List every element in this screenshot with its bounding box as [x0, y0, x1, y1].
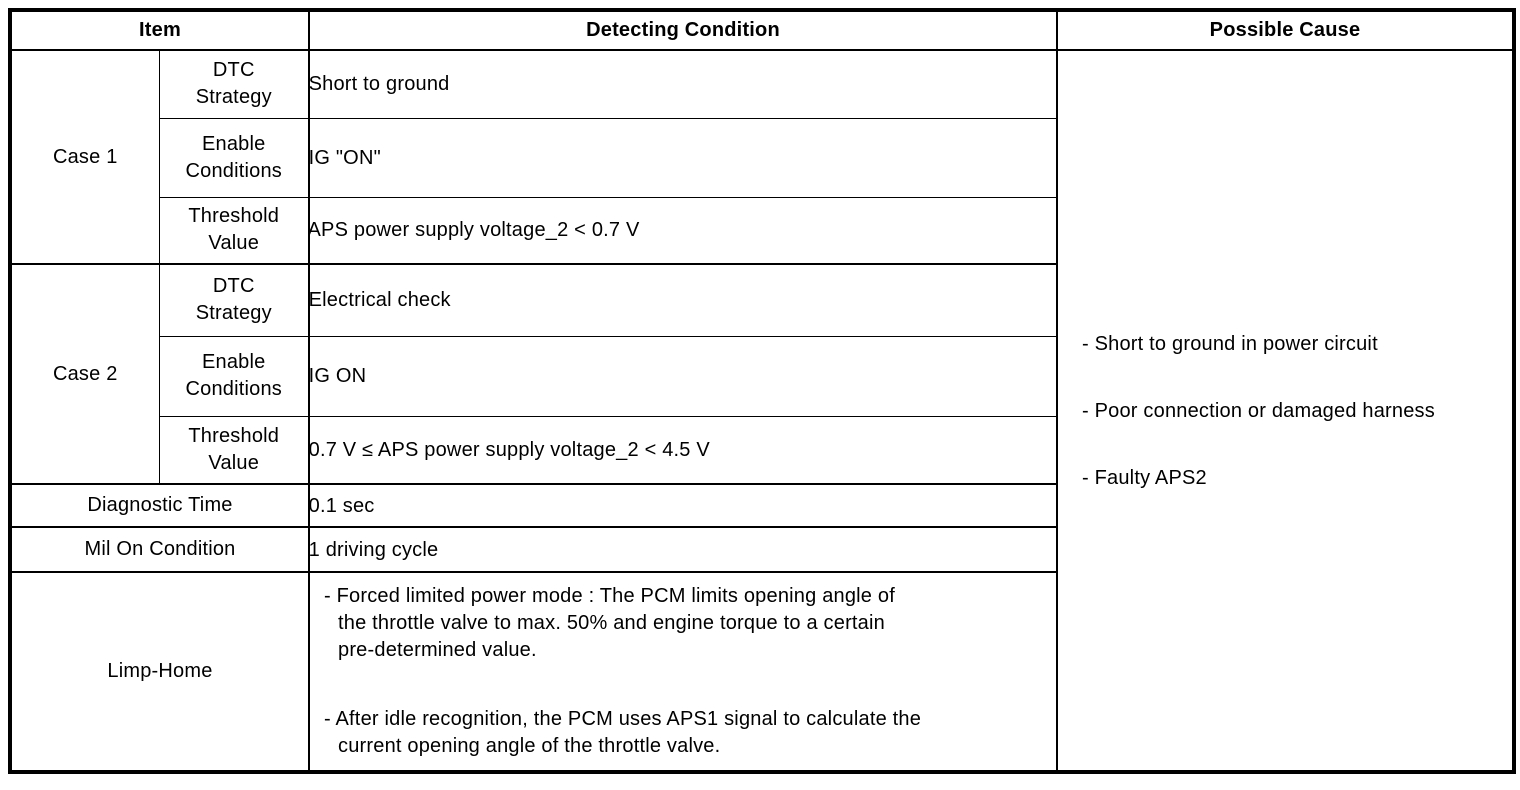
mil-on-condition-value: - 1 driving cycle	[308, 526, 1058, 573]
diagnostic-time-label: Diagnostic Time	[9, 483, 310, 528]
header-row: Item Detecting Condition Possible Cause	[9, 9, 1515, 51]
case1-enable-conditions-value: - IG "ON"	[308, 117, 1058, 198]
row-case1-threshold-value: Threshold Value - APS power supply volta…	[10, 196, 1514, 265]
row-case1-dtc-strategy: Case 1 DTC Strategy - Short to ground - …	[9, 49, 1515, 773]
case1-threshold-value-value: - APS power supply voltage_2 < 0.7 V	[308, 196, 1058, 265]
limp-home-paragraph: - Forced limited power mode : The PCM li…	[324, 585, 895, 661]
case2-threshold-value-label: Threshold Value	[158, 415, 310, 485]
row-limp-home: Limp-Home - Forced limited power mode : …	[9, 571, 1514, 773]
diagnostic-time-value: - 0.1 sec	[308, 483, 1058, 528]
possible-cause-item: - Short to ground in power circuit	[1082, 332, 1378, 355]
case2-enable-conditions-value: - IG ON	[308, 335, 1058, 417]
case2-label-cell: Case 2	[9, 263, 160, 485]
dtc-detection-table: Item Detecting Condition Possible Cause …	[8, 8, 1516, 774]
row-case2-threshold-value: Threshold Value - 0.7 V ≤ APS power supp…	[10, 415, 1514, 485]
case1-dtc-strategy-value: - Short to ground	[308, 49, 1058, 119]
limp-home-paragraphs: - Forced limited power mode : The PCM li…	[311, 573, 1056, 770]
row-mil-on-condition: Mil On Condition - 1 driving cycle	[9, 526, 1514, 573]
row-case1-enable-conditions: Enable Conditions - IG "ON"	[10, 117, 1514, 198]
row-case2-dtc-strategy: Case 2 DTC Strategy - Electrical check	[9, 263, 1514, 485]
case2-enable-conditions-label: Enable Conditions	[158, 335, 310, 417]
case1-threshold-value-label: Threshold Value	[158, 196, 310, 265]
limp-home-label: Limp-Home	[9, 571, 310, 773]
col-header-possible-cause: Possible Cause	[1056, 9, 1515, 51]
case2-dtc-strategy-label: DTC Strategy	[158, 263, 310, 337]
case2-threshold-value-value: - 0.7 V ≤ APS power supply voltage_2 < 4…	[308, 415, 1058, 485]
case1-enable-conditions-label: Enable Conditions	[158, 117, 310, 198]
limp-home-paragraph: - After idle recognition, the PCM uses A…	[324, 708, 922, 757]
col-header-detecting-condition: Detecting Condition	[308, 9, 1058, 51]
row-case2-enable-conditions: Enable Conditions - IG ON	[10, 335, 1514, 417]
case2-dtc-strategy-value: - Electrical check	[308, 263, 1058, 337]
case1-dtc-strategy-label: DTC Strategy	[158, 49, 310, 119]
possible-cause-cell: - Short to ground in power circuit - Poo…	[1056, 49, 1515, 773]
mil-on-condition-label: Mil On Condition	[9, 526, 310, 573]
possible-cause-item: - Poor connection or damaged harness	[1082, 399, 1435, 422]
col-header-item: Item	[9, 9, 310, 51]
possible-cause-list: - Short to ground in power circuit - Poo…	[1059, 51, 1512, 770]
row-diagnostic-time: Diagnostic Time - 0.1 sec	[9, 483, 1514, 528]
limp-home-value-cell: - Forced limited power mode : The PCM li…	[308, 571, 1058, 773]
case1-label-cell: Case 1	[9, 49, 160, 265]
possible-cause-item: - Faulty APS2	[1082, 466, 1207, 489]
